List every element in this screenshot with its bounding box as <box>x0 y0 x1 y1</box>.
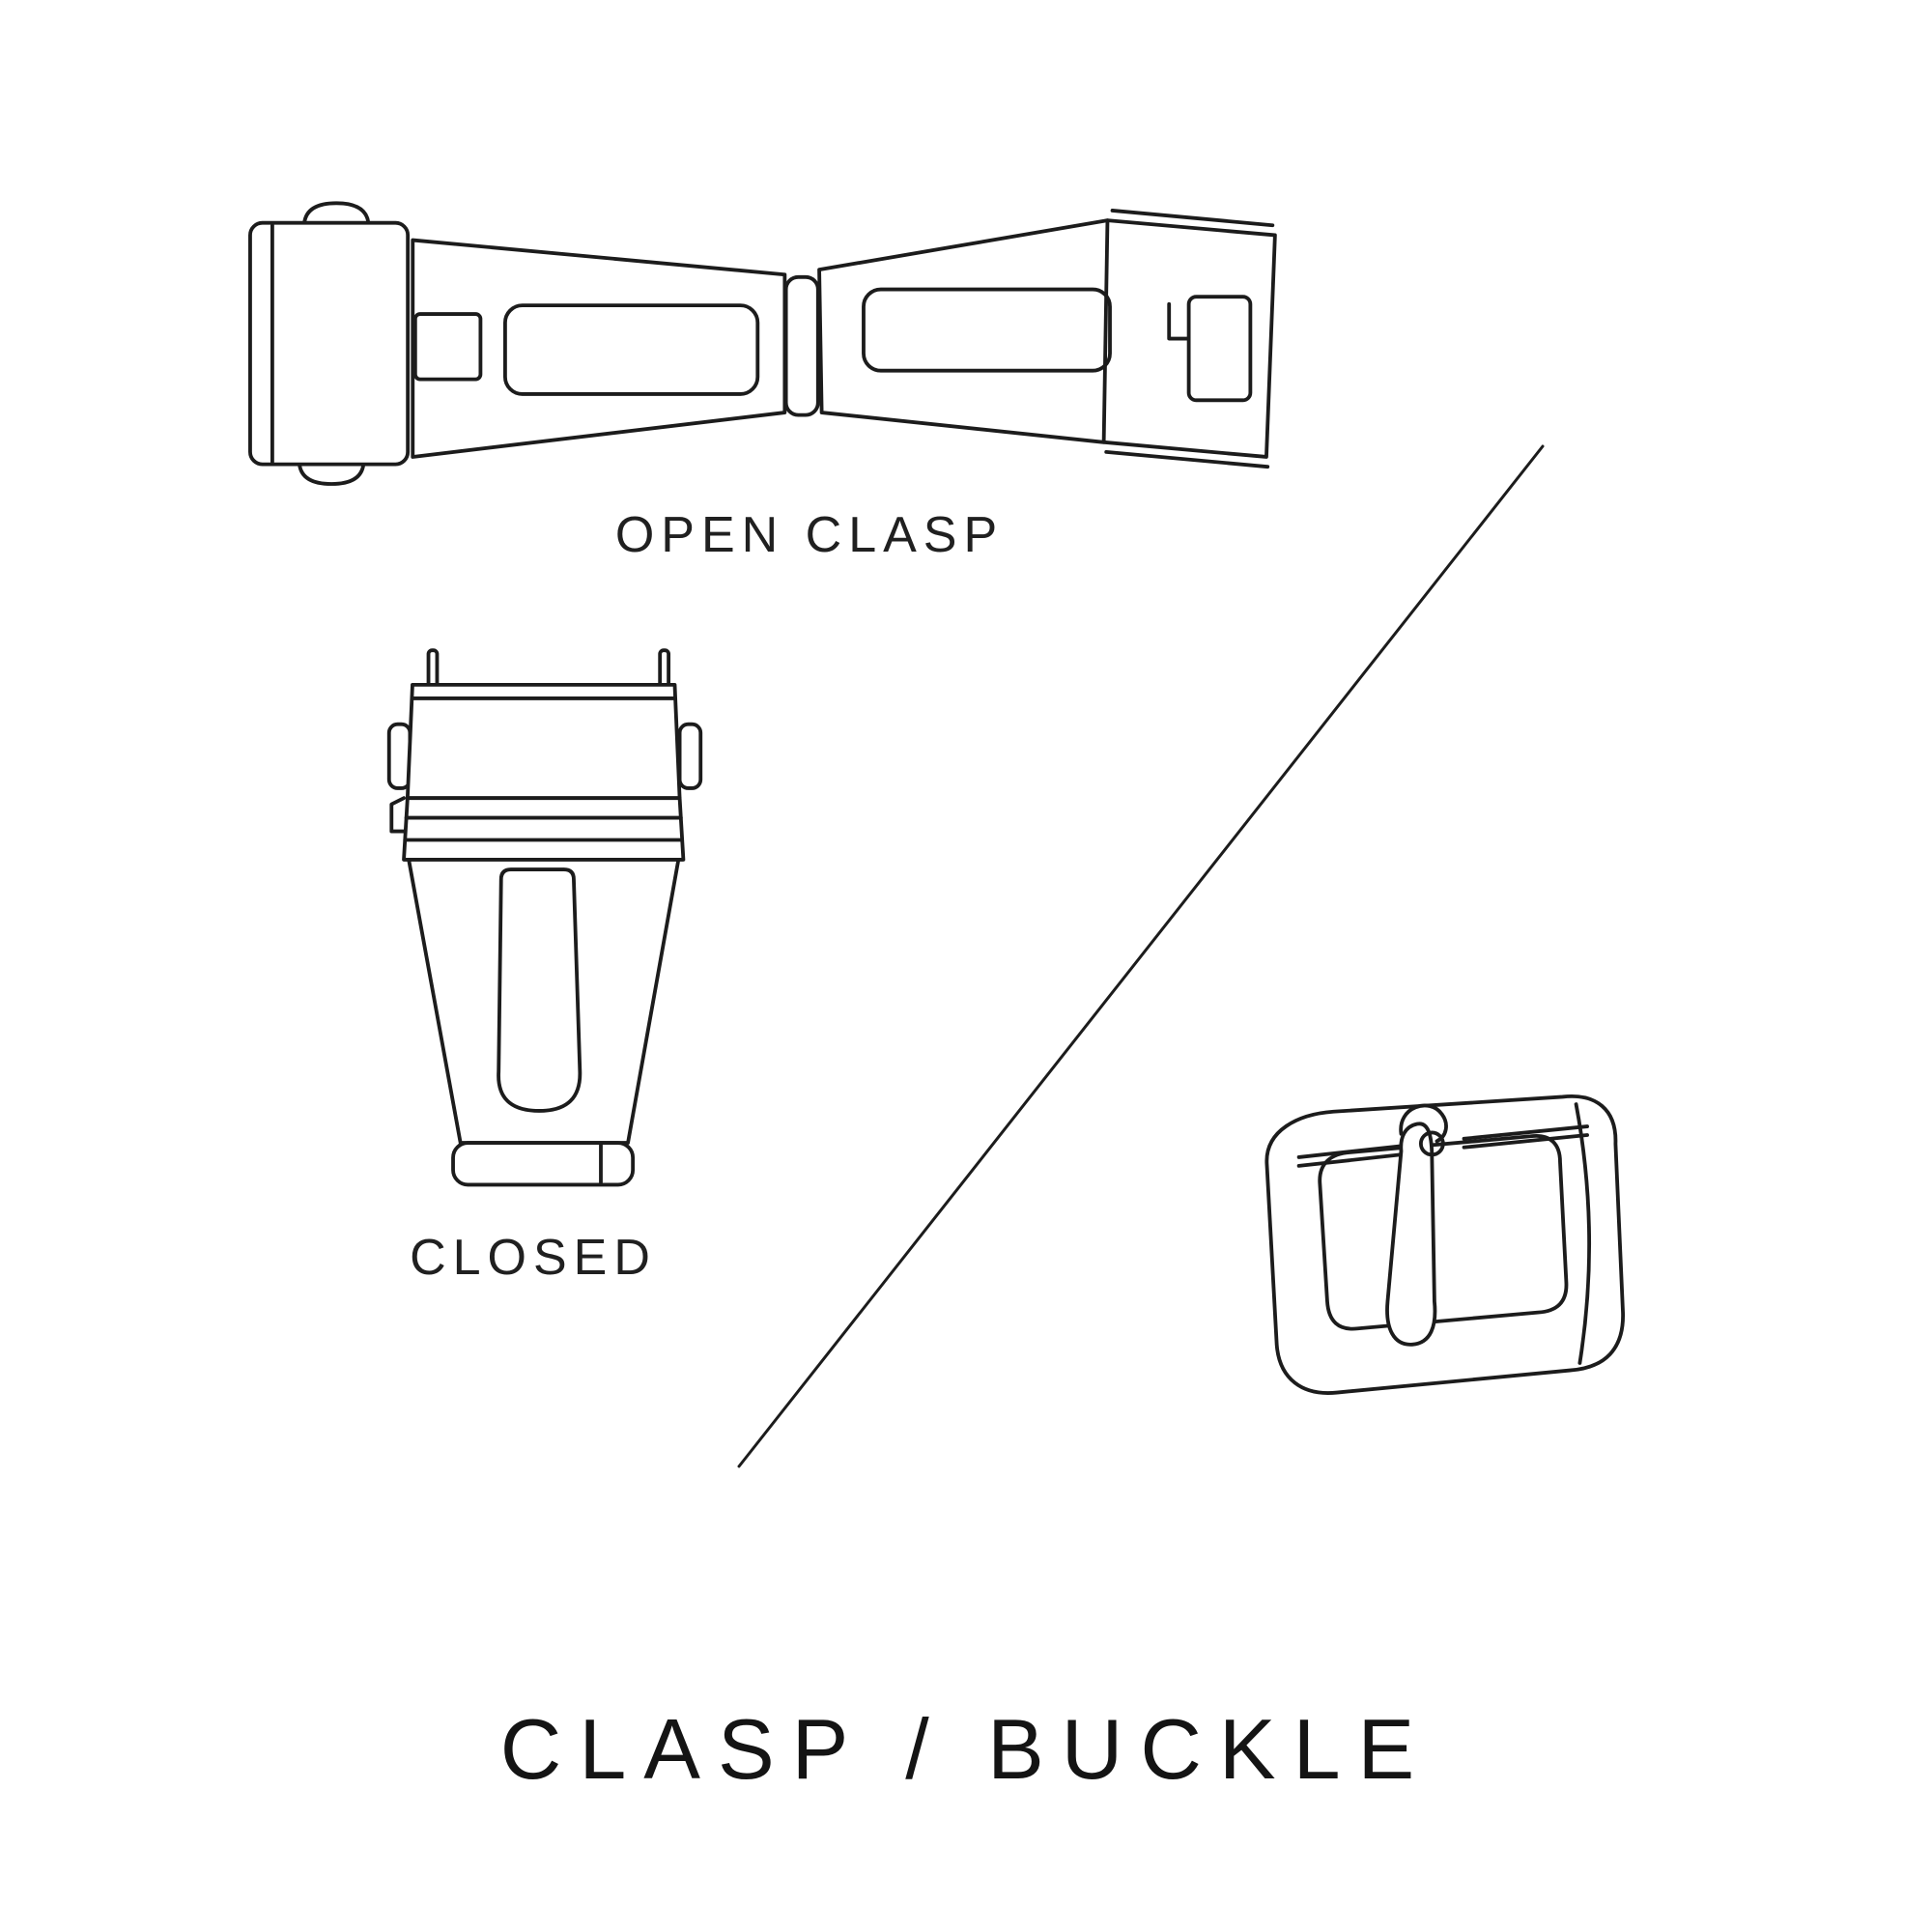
diagram-title: CLASP / BUCKLE <box>499 1701 1433 1797</box>
open-clasp-label: OPEN CLASP <box>614 507 1005 563</box>
buckle-illustration <box>1264 1094 1625 1395</box>
closed-clasp-label: CLOSED <box>410 1230 657 1286</box>
closed-clasp-illustration <box>386 648 703 1187</box>
open-clasp-illustration <box>248 201 1277 486</box>
